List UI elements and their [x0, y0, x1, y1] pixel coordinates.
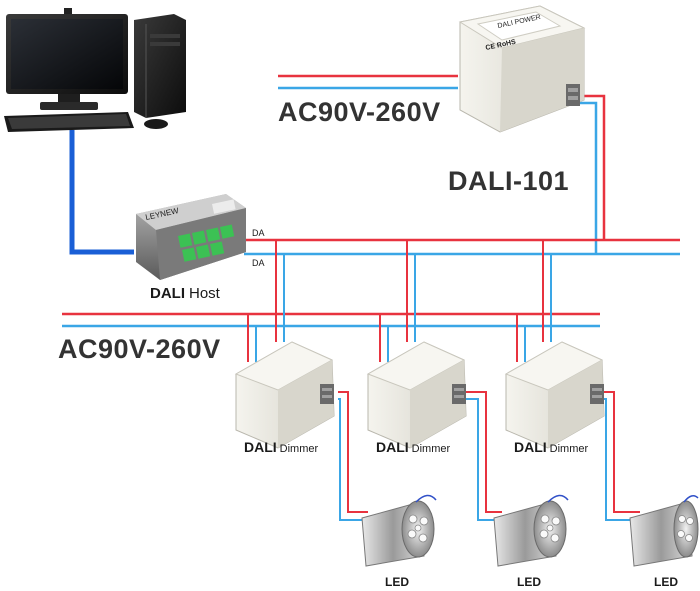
host-label-suffix: Host [189, 285, 221, 302]
power-input-label-bottom: AC90V-260V [58, 334, 221, 364]
dali-host: LEYNEW [136, 194, 246, 280]
host-label-prefix: DALI [150, 285, 185, 302]
pc-tower [134, 14, 186, 118]
bus-feed-blue [578, 101, 598, 254]
bus-label-red: DA [252, 228, 265, 238]
dali-dimmer-1 [234, 341, 335, 449]
computer [4, 8, 186, 132]
led-3-label: LED [654, 575, 678, 589]
power-input-label-top: AC90V-260V [278, 97, 441, 127]
bus-label-blue: DA [252, 258, 265, 268]
host-terminals [178, 224, 235, 262]
dali-dimmer-3 [504, 341, 605, 449]
led-downlight-1 [361, 494, 437, 567]
bus-feed-red [578, 94, 606, 240]
dali-power-supply: DALI POWER CE RoHS [458, 5, 586, 133]
led-downlight-3 [629, 495, 699, 567]
led-2-label: LED [517, 575, 541, 589]
pc-cable [69, 130, 134, 255]
dali-power-model-label: DALI-101 [448, 166, 569, 196]
mouse [144, 119, 168, 129]
led-downlight-2 [493, 494, 569, 567]
led-1-label: LED [385, 575, 409, 589]
dali-dimmer-2 [366, 341, 467, 449]
keyboard [4, 112, 134, 132]
monitor [6, 8, 128, 110]
wiring [62, 74, 680, 521]
